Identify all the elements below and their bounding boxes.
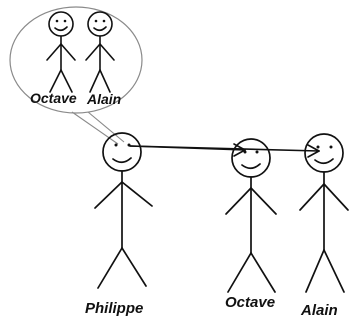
label-philippe: Philippe	[85, 300, 143, 317]
figure-philippe	[94, 132, 153, 289]
label-octave: Octave	[225, 294, 275, 311]
gaze-arrow-to-alain	[129, 144, 320, 158]
thought-bubble-tail-left	[71, 111, 119, 145]
thought-bubble-tail-right	[87, 111, 125, 143]
bubble-figure-octave	[46, 11, 76, 93]
bubble-label-octave: Octave	[30, 90, 77, 106]
bubble-figure-alain	[85, 11, 115, 93]
figure-octave	[225, 138, 277, 293]
bubble-label-alain: Alain	[86, 91, 121, 107]
thought-bubble	[9, 6, 143, 114]
label-alain: Alain	[300, 302, 338, 319]
figure-alain	[299, 133, 349, 293]
